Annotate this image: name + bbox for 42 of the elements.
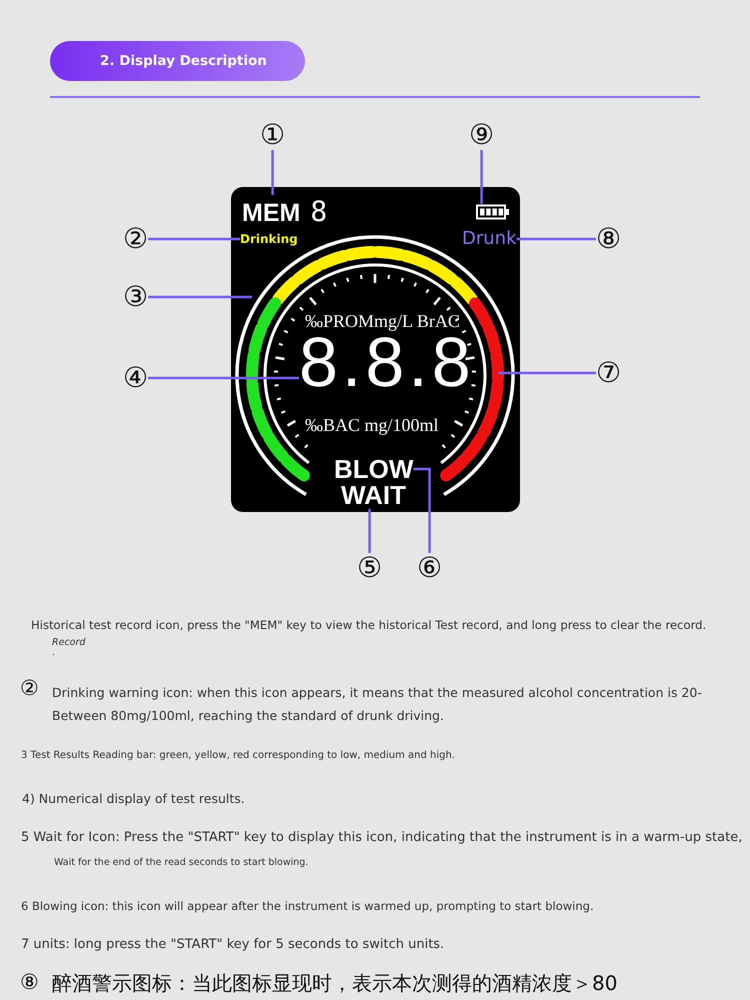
- callout-number: ⑧: [596, 224, 622, 254]
- callout-number: ③: [123, 282, 148, 312]
- circled-number: ⑧: [20, 970, 39, 994]
- leader-line: [148, 376, 299, 380]
- unit-label: ‰PROMmg/L BrAC: [305, 311, 460, 332]
- note-text: Wait for the end of the read seconds to start blowing.: [54, 857, 308, 868]
- callout-number: ⑨: [469, 120, 494, 150]
- section-heading: 2. Display Description: [50, 41, 305, 81]
- leader-line: [148, 238, 240, 240]
- wait-indicator: WAIT: [341, 481, 406, 509]
- mem-label: MEM: [242, 199, 300, 227]
- description-text: 4) Numerical display of test results.: [22, 791, 245, 806]
- description-text: 3 Test Results Reading bar: green, yellow, red corresponding to low, medium and high.: [21, 750, 456, 761]
- callout-number: ⑥: [417, 553, 442, 583]
- leader-line: [368, 509, 371, 553]
- dot-mark: .: [52, 648, 55, 658]
- battery-icon: [476, 204, 510, 220]
- unit-label: ‰BAC mg/100ml: [305, 415, 439, 436]
- note-text: Record: [52, 637, 86, 648]
- blow-indicator: BLOW: [334, 455, 414, 483]
- callout-number: ⑤: [357, 553, 382, 583]
- drinking-indicator: Drinking: [240, 232, 298, 246]
- leader-line: [480, 150, 483, 204]
- callout-number: ①: [260, 120, 286, 150]
- description-text: 5 Wait for Icon: Press the "START" key to display this icon, indicating that the instrument is in a warm-up state,: [21, 830, 742, 845]
- leader-line: [498, 372, 596, 374]
- leader-line: [271, 150, 274, 195]
- description-text: 6 Blowing icon: this icon will appear after the instrument is warmed up, prompting to start blowing.: [21, 899, 594, 913]
- leader-line: [516, 238, 596, 240]
- callout-number: ②: [123, 224, 148, 254]
- circled-number: ②: [20, 676, 39, 700]
- lcd-display-panel: [231, 187, 520, 512]
- description-text: 7 units: long press the "START" key for 5 seconds to switch units.: [21, 937, 444, 952]
- drunk-indicator: Drunk: [462, 228, 517, 249]
- memory-digit: 8: [310, 195, 328, 228]
- description-text: Drinking warning icon: when this icon appears, it means that the measured alcohol concentration is 20- Between 80mg/100ml, reaching the standard of drunk driving.: [52, 684, 702, 725]
- leader-line: [148, 296, 252, 298]
- description-text: 醉酒警示图标：当此图标显现时，表示本次测得的酒精浓度＞80: [52, 970, 618, 997]
- callout-number: ④: [123, 363, 148, 393]
- callout-number: ⑦: [596, 358, 622, 388]
- leader-line: [413, 468, 431, 553]
- description-text: Historical test record icon, press the "MEM" key to view the historical Test record, and long press to clear the record.: [31, 618, 706, 632]
